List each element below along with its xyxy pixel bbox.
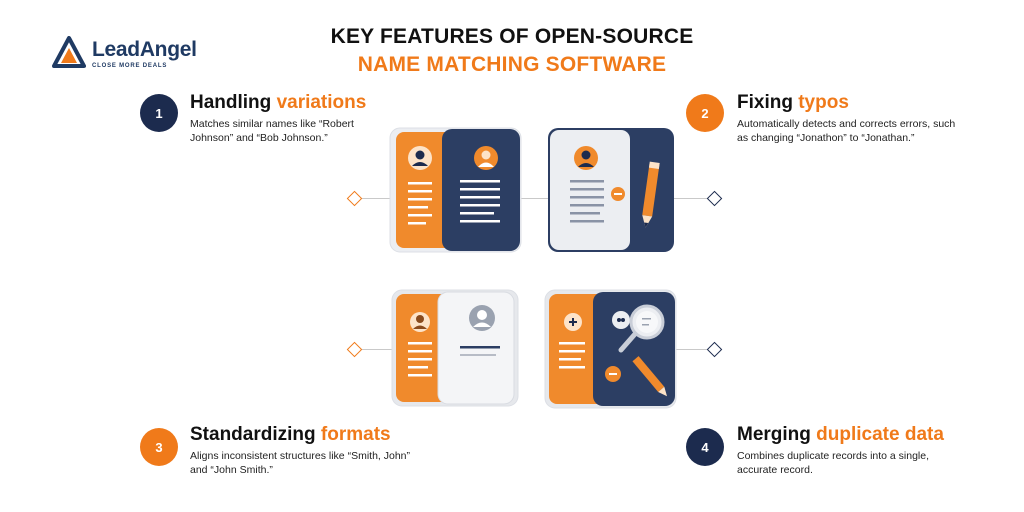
profile-card-icon bbox=[410, 312, 430, 332]
feature-1-title: Handling variations bbox=[190, 92, 470, 114]
feature-3: Standardizing formats Aligns inconsisten… bbox=[190, 424, 470, 477]
connector-center-top bbox=[520, 198, 550, 199]
logo-name: LeadAngel bbox=[92, 38, 197, 61]
feature-2-title-highlight: typos bbox=[798, 92, 849, 113]
leadangel-logo-icon bbox=[52, 36, 86, 68]
feature-2-description: Automatically detects and corrects error… bbox=[737, 118, 956, 144]
connector-3 bbox=[358, 349, 396, 350]
pencil-icon bbox=[642, 161, 660, 228]
profile-card-icon bbox=[469, 305, 495, 331]
profile-card-icon bbox=[408, 146, 432, 170]
feature-3-title-plain: Standardizing bbox=[190, 424, 321, 445]
feature-2: Fixing typos Automatically detects and c… bbox=[737, 92, 1017, 145]
page-title-line1: KEY FEATURES OF OPEN-SOURCE bbox=[330, 25, 694, 48]
illustration-fixing-typos bbox=[548, 128, 674, 252]
illustration-standardizing-formats bbox=[391, 289, 519, 407]
feature-1-badge: 1 bbox=[140, 94, 178, 132]
feature-4-title: Merging duplicate data bbox=[737, 424, 1017, 446]
feature-1-description: Matches similar names like “Robert Johns… bbox=[190, 118, 354, 144]
feature-3-badge: 3 bbox=[140, 428, 178, 466]
illustration-merging-duplicate-data bbox=[544, 289, 677, 409]
feature-1-title-plain: Handling bbox=[190, 92, 277, 113]
connector-1-diamond bbox=[346, 190, 363, 207]
connector-4 bbox=[672, 349, 710, 350]
feature-2-title-plain: Fixing bbox=[737, 92, 799, 113]
magnifier-icon bbox=[618, 304, 665, 353]
connector-4-diamond bbox=[706, 341, 723, 358]
feature-3-title-highlight: formats bbox=[320, 424, 391, 445]
leadangel-logo: LeadAngel CLOSE MORE DEALS bbox=[52, 36, 212, 76]
page-title-line2: NAME MATCHING SOFTWARE bbox=[357, 53, 667, 76]
profile-card-icon bbox=[474, 146, 498, 170]
feature-3-description: Aligns inconsistent structures like “Smi… bbox=[190, 450, 411, 476]
profile-card-icon bbox=[574, 146, 598, 170]
feature-3-title: Standardizing formats bbox=[190, 424, 470, 446]
feature-2-title: Fixing typos bbox=[737, 92, 1017, 114]
feature-4-badge: 4 bbox=[686, 428, 724, 466]
connector-3-diamond bbox=[346, 341, 363, 358]
feature-4-title-plain: Merging bbox=[737, 424, 817, 445]
feature-2-badge: 2 bbox=[686, 94, 724, 132]
feature-4-description: Combines duplicate records into a single… bbox=[737, 450, 930, 476]
illustration-handling-variations bbox=[389, 127, 522, 253]
connector-2-diamond bbox=[706, 190, 723, 207]
pencil-icon bbox=[632, 356, 668, 397]
feature-4: Merging duplicate data Combines duplicat… bbox=[737, 424, 1017, 477]
connector-2 bbox=[672, 198, 710, 199]
feature-1: Handling variations Matches similar name… bbox=[190, 92, 470, 145]
connector-1 bbox=[358, 198, 396, 199]
feature-4-title-highlight: duplicate data bbox=[816, 424, 944, 445]
feature-1-title-highlight: variations bbox=[276, 92, 367, 113]
logo-tagline: CLOSE MORE DEALS bbox=[92, 63, 168, 69]
